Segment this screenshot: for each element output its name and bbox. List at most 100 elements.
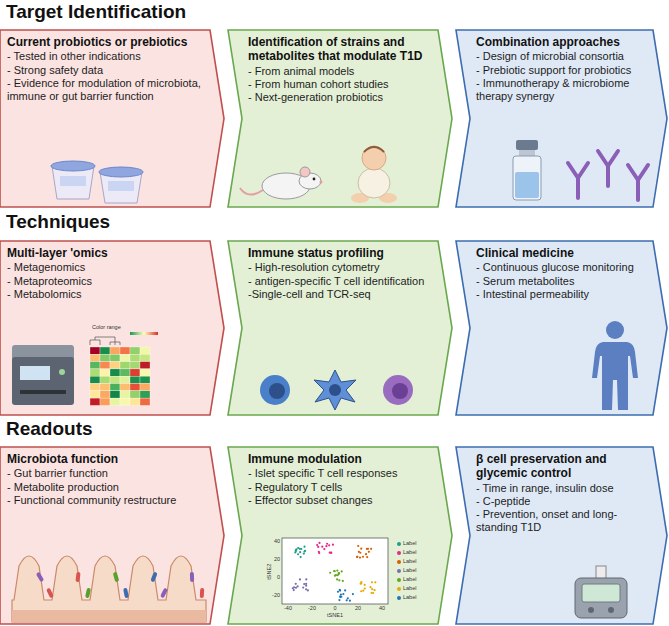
heatmap-cell	[140, 384, 150, 391]
tsne-point	[356, 556, 358, 558]
heatmap-cell	[130, 369, 140, 376]
glucometer	[575, 566, 627, 618]
tsne-point	[356, 556, 358, 558]
tsne-point	[374, 581, 376, 583]
tsne-point	[305, 578, 307, 580]
process-panel: Immune modulation- Islet specific T cell…	[228, 447, 452, 624]
heatmap-cell	[90, 398, 100, 405]
tsne-point	[317, 546, 319, 548]
tsne-point	[360, 581, 362, 583]
heatmap-cell	[90, 347, 100, 354]
tsne-point	[340, 596, 342, 598]
section-heading: Target Identification	[6, 1, 186, 23]
process-panel: β cell preservation and glycemic control…	[456, 447, 667, 624]
heatmap-cell	[110, 369, 120, 376]
immune-cells	[260, 370, 413, 410]
tsne-point	[330, 552, 332, 554]
heatmap-cell	[90, 354, 100, 361]
tsne-point	[305, 585, 307, 587]
bacterium	[85, 588, 91, 599]
axis-label: tSNE2	[267, 564, 273, 580]
chevron-outline	[0, 447, 224, 624]
tsne-point	[371, 588, 373, 590]
section-heading: Readouts	[6, 418, 93, 440]
tsne-point	[342, 593, 344, 595]
legend-dot	[397, 578, 401, 582]
tsne-point	[299, 548, 301, 550]
tsne-point	[297, 547, 299, 549]
tsne-point	[338, 572, 340, 574]
tsne-point	[338, 572, 340, 574]
panel-heading: Immune status profiling	[248, 246, 434, 260]
tsne-point	[373, 589, 375, 591]
heatmap-cell	[130, 347, 140, 354]
tsne-point	[367, 548, 369, 550]
heatmap	[90, 347, 150, 405]
bullet-item: - Islet specific T cell responses	[248, 467, 434, 480]
bullet-item: - High-resolution cytometry	[248, 261, 434, 274]
bullet-item: - Gut barrier function	[7, 467, 206, 480]
tsne-point	[326, 543, 328, 545]
axis-label: 40	[379, 606, 385, 612]
chevron-outline	[0, 241, 224, 415]
heatmap-cell	[120, 376, 130, 383]
tsne-point	[293, 586, 295, 588]
dendrogram	[90, 337, 120, 345]
tsne-point	[333, 570, 335, 572]
tsne-point	[364, 584, 366, 586]
villi-outline	[12, 556, 206, 622]
heatmap-cell	[100, 362, 110, 369]
panel-heading: β cell preservation and glycemic control	[476, 452, 649, 481]
tsne-point	[316, 544, 318, 546]
tsne-point	[334, 575, 336, 577]
panel-text: Clinical medicine- Continuous glucose mo…	[456, 241, 667, 301]
bacterium	[200, 588, 205, 598]
tsne-point	[318, 551, 320, 553]
bacterium	[123, 588, 129, 599]
baby-figure	[351, 146, 397, 203]
tsne-point	[352, 593, 354, 595]
tsne-point	[359, 552, 361, 554]
tsne-point	[297, 585, 299, 587]
bullet-item: - antigen-specific T cell identification	[248, 275, 434, 288]
mouse-figure	[240, 167, 323, 199]
tsne-point	[344, 589, 346, 591]
bullet-item: - Strong safety data	[7, 64, 206, 77]
chevron-outline	[456, 447, 667, 624]
bullet-item: - Metagenomics	[7, 261, 206, 274]
tsne-point	[366, 548, 368, 550]
axis-label: Label	[403, 550, 416, 556]
drug-vial	[513, 140, 541, 200]
bullet-item: - Time in range, insulin dose	[476, 482, 649, 495]
heatmap-cell	[110, 391, 120, 398]
tsne-point	[369, 586, 371, 588]
heatmap-cell	[100, 398, 110, 405]
tsne-point	[304, 550, 306, 552]
heatmap-cell	[130, 398, 140, 405]
heatmap-cell	[100, 376, 110, 383]
tsne-point	[329, 551, 331, 553]
antibody-symbols	[568, 151, 648, 200]
bullet-item: - Serum metabolites	[476, 275, 649, 288]
heatmap-cell	[90, 384, 100, 391]
bacterium	[46, 588, 54, 599]
axis-label: -20	[308, 606, 316, 612]
tsne-point	[318, 542, 320, 544]
tsne-point	[302, 586, 304, 588]
heatmap-cell	[110, 398, 120, 405]
tsne-point	[332, 544, 334, 546]
tsne-point	[339, 589, 341, 591]
tsne-point	[360, 590, 362, 592]
tsne-point	[292, 587, 294, 589]
tsne-point	[366, 556, 368, 558]
heatmap-cell	[140, 347, 150, 354]
bacterium	[190, 572, 194, 582]
tsne-point	[300, 556, 302, 558]
heatmap-cell	[110, 362, 120, 369]
bullet-item: - Metaproteomics	[7, 275, 206, 288]
tsne-point	[328, 544, 330, 546]
legend-dot	[397, 551, 401, 555]
bullet-item: - Functional community restructure	[7, 494, 206, 507]
heatmap-cell	[110, 354, 120, 361]
